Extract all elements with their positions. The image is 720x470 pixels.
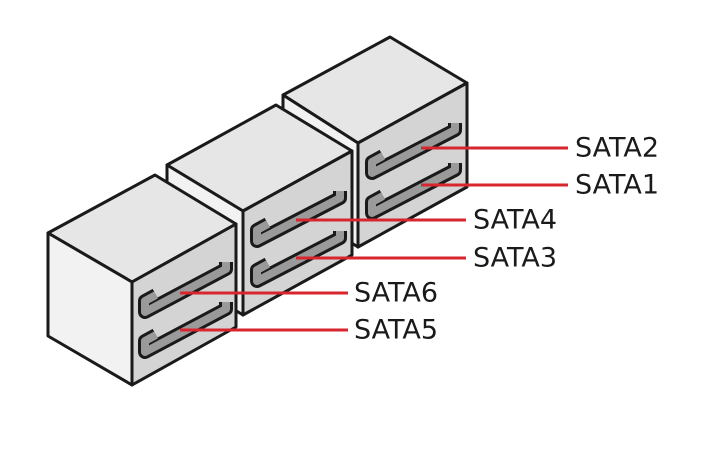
label-sata6: SATA6: [354, 278, 438, 309]
label-sata4: SATA4: [473, 205, 557, 236]
label-sata5: SATA5: [354, 315, 438, 346]
connector-block-sata5-sata6: [46, 173, 238, 387]
sata-port-2: [365, 123, 462, 180]
sata-port-3: [250, 231, 347, 288]
sata-port-1: [365, 163, 462, 220]
sata-port-4: [250, 191, 347, 248]
sata-port-5: [138, 302, 233, 359]
label-sata2: SATA2: [575, 133, 659, 164]
label-sata1: SATA1: [575, 170, 659, 201]
label-sata3: SATA3: [473, 243, 557, 274]
sata-port-6: [138, 262, 233, 319]
